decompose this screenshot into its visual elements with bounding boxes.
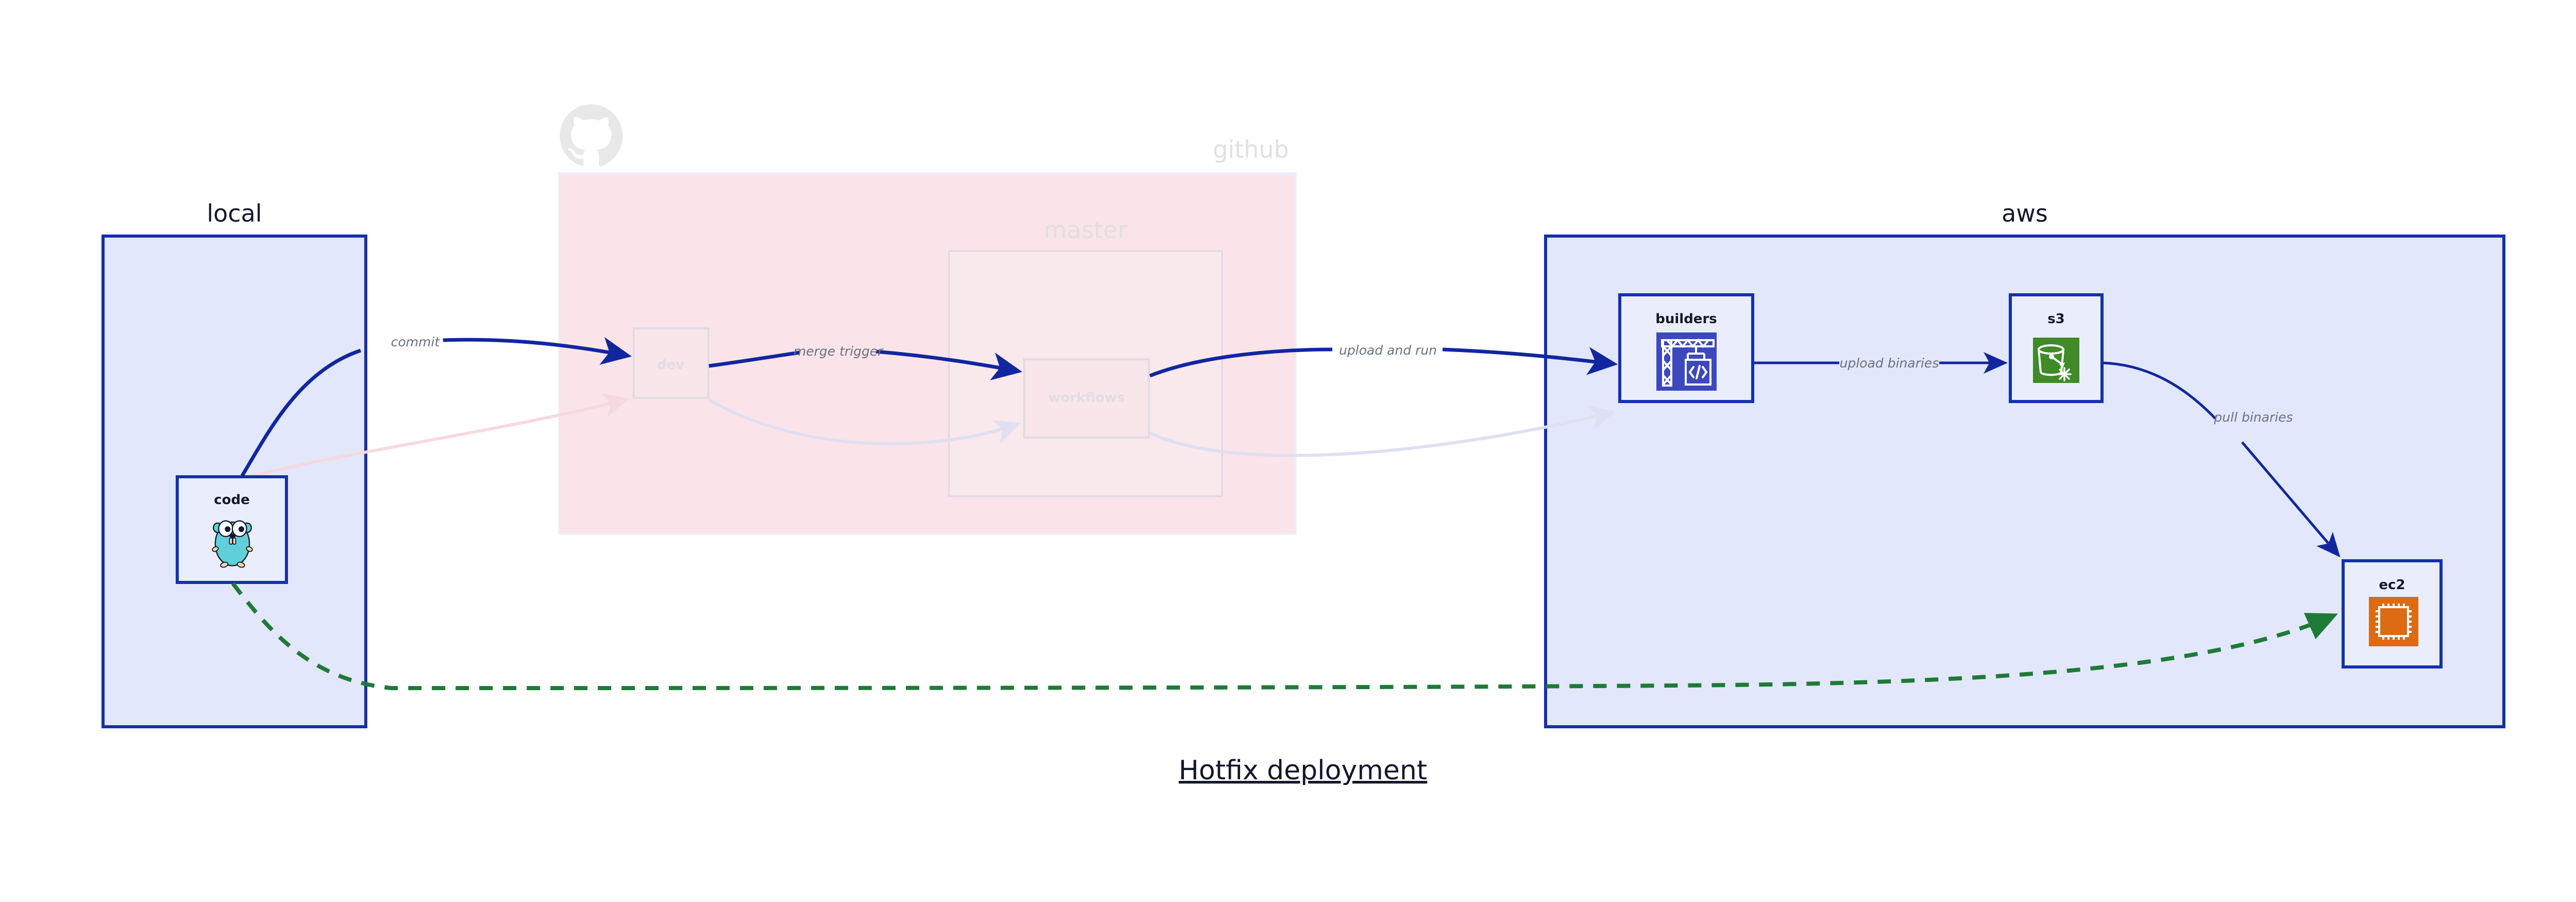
node-builders-label: builders [1655,311,1717,327]
group-github-label: github [1213,136,1289,163]
node-code[interactable]: code [176,475,288,584]
edge-merge-trigger: merge trigger [708,344,1023,380]
edge-upload-binaries-label: upload binaries [1840,356,1939,371]
edge-upload-run-path-a [1149,347,1333,378]
edge-deploy-direct-path [231,582,2338,691]
edge-commit: commit [241,335,632,477]
aws-codebuild-icon [1656,332,1717,391]
aws-ec2-icon [2369,597,2418,646]
subgroup-master: master [948,216,1223,497]
node-workflows[interactable]: workflows [1023,358,1150,439]
edge-upload-and-run-label: upload and run [1339,343,1437,358]
page-title: Hotfix deployment [1179,755,1427,786]
github-octocat-icon [560,104,623,166]
node-workflows-label: workflows [1048,390,1125,406]
edge-upload-run-path-b [1442,347,1618,375]
node-dev[interactable]: dev [633,327,709,399]
edge-merge-trigger-path-b [875,349,1023,380]
node-code-label: code [214,492,250,508]
edge-upload-binaries: upload binaries [1754,352,2008,374]
node-ec2[interactable]: ec2 [2342,559,2443,669]
node-s3-box[interactable] [2009,293,2104,403]
node-ec2-label: ec2 [2379,577,2405,593]
group-local-label: local [207,199,262,227]
edge-commit-path-b [443,337,632,365]
ghost-edges [226,393,1616,483]
go-gopher-icon [212,520,253,568]
node-s3[interactable]: s3 [2009,293,2104,403]
edge-commit-path-a [241,348,362,477]
edge-merge-trigger-path-a [708,350,800,368]
group-local: local [101,199,367,728]
node-builders[interactable]: builders [1618,293,1754,403]
node-dev-box[interactable] [633,327,709,399]
group-aws-label: aws [2002,199,2048,227]
edge-pull-binaries-label: pull binaries [2213,410,2293,425]
edge-pull-binaries-path-a [2103,361,2216,420]
subgroup-master-label: master [1044,216,1127,244]
edge-pull-binaries-path-b [2241,441,2341,558]
edge-deploy-direct [231,582,2338,691]
ghost-edge-code-dev [226,393,630,483]
aws-s3-glacier-icon [2033,338,2079,383]
edge-pull-binaries: pull binaries [2103,361,2341,558]
node-workflows-box[interactable] [1023,358,1150,439]
edge-commit-label: commit [391,335,440,349]
ghost-edge-workflows-builders [1149,406,1616,457]
node-s3-label: s3 [2047,311,2065,327]
ghost-edge-dev-workflows [708,398,1021,446]
node-dev-label: dev [657,357,684,373]
edge-merge-trigger-label: merge trigger [793,344,884,359]
edge-upload-and-run: upload and run [1149,343,1618,378]
